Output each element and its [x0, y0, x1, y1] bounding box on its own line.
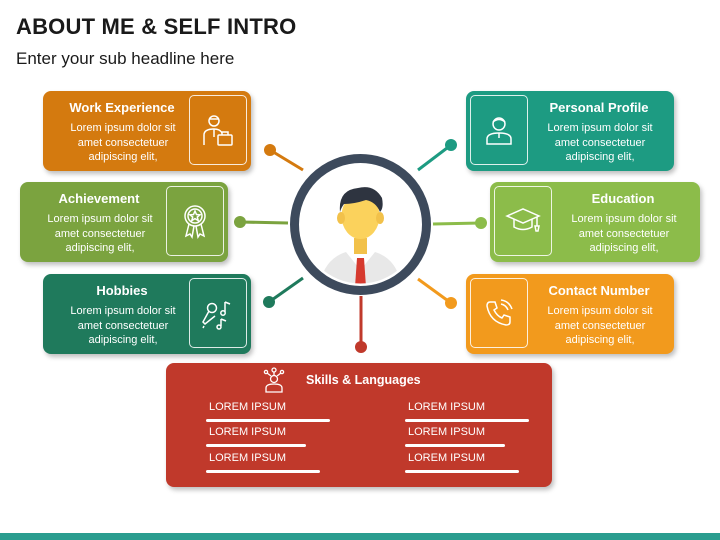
card-body: Lorem ipsum dolor sit amet consectetuer …: [70, 305, 176, 346]
icon-box: [470, 95, 528, 165]
card-contact-number: Contact Number Lorem ipsum dolor sit ame…: [466, 274, 674, 354]
icon-box: [189, 95, 247, 165]
page-subtitle: Enter your sub headline here: [16, 49, 235, 68]
card-work-experience: Work Experience Lorem ipsum dolor sit am…: [43, 91, 251, 171]
center-avatar: [288, 152, 433, 297]
user-profile-icon: [486, 117, 512, 145]
card-education: Education Lorem ipsum dolor sit amet con…: [490, 182, 700, 262]
skill-item: LOREM IPSUM: [209, 426, 287, 438]
skill-underline: [206, 444, 306, 447]
card-skills-languages: Skills & Languages LOREM IPSUM LOREM IPS…: [166, 363, 552, 487]
card-body: Lorem ipsum dolor sit amet consectetuer …: [47, 213, 153, 254]
card-title: Achievement: [58, 191, 140, 206]
card-body: Lorem ipsum dolor sit amet consectetuer …: [571, 213, 677, 254]
card-hobbies: Hobbies Lorem ipsum dolor sit amet conse…: [43, 274, 251, 354]
card-achievement: Achievement Lorem ipsum dolor sit amet c…: [20, 182, 228, 262]
card-personal-profile: Personal Profile Lorem ipsum dolor sit a…: [466, 91, 674, 171]
icon-box: [494, 186, 552, 256]
card-title: Education: [591, 191, 655, 206]
microphone-music-icon: [202, 301, 231, 330]
icon-box: [189, 278, 247, 348]
icon-box: [166, 186, 224, 256]
skill-underline: [405, 470, 519, 473]
skill-item: LOREM IPSUM: [408, 426, 486, 438]
skill-underline: [206, 419, 330, 422]
card-title: Hobbies: [96, 283, 148, 298]
card-body: Lorem ipsum dolor sit amet consectetuer …: [547, 122, 653, 163]
businessman-avatar-icon: [290, 154, 431, 295]
skill-item: LOREM IPSUM: [209, 401, 287, 413]
icon-box: [470, 278, 528, 348]
skill-underline: [405, 444, 505, 447]
card-title: Personal Profile: [549, 100, 649, 115]
skill-underline: [206, 470, 320, 473]
skill-item: LOREM IPSUM: [408, 401, 486, 413]
card-title: Contact Number: [548, 283, 650, 298]
skills-title: Skills & Languages: [306, 373, 421, 387]
phone-icon: [486, 299, 513, 326]
worker-briefcase-icon: [203, 115, 233, 146]
card-body: Lorem ipsum dolor sit amet consectetuer …: [547, 305, 653, 346]
card-title: Work Experience: [69, 100, 175, 115]
card-body: Lorem ipsum dolor sit amet consectetuer …: [70, 122, 176, 163]
skill-item: LOREM IPSUM: [408, 452, 486, 464]
skill-underline: [405, 419, 529, 422]
footer-bar: [0, 533, 720, 540]
award-medal-icon: [184, 205, 206, 239]
person-network-icon: [263, 367, 285, 393]
page-title: ABOUT ME & SELF INTRO: [16, 14, 297, 39]
skill-item: LOREM IPSUM: [209, 452, 287, 464]
graduation-cap-icon: [505, 208, 541, 232]
